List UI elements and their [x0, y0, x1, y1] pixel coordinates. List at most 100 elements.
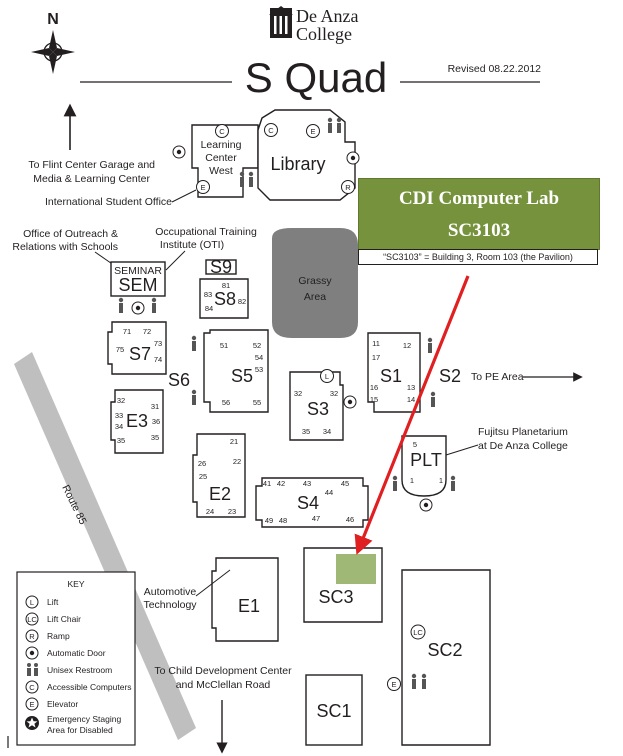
svg-text:SEM: SEM — [118, 275, 157, 295]
page-title: S Quad — [245, 54, 387, 101]
building-s8 — [199, 278, 249, 319]
outreach-text-line1: Office of Outreach & — [23, 228, 118, 240]
intl-office-text: International Student Office — [45, 196, 172, 208]
svg-text:Grassy: Grassy — [298, 275, 332, 287]
arrow-to-sc3103-icon — [354, 275, 470, 555]
svg-text:43: 43 — [303, 479, 311, 488]
svg-text:35: 35 — [302, 427, 310, 436]
accessible-computers-icon: C — [215, 124, 229, 138]
svg-text:56: 56 — [222, 398, 230, 407]
svg-text:SEMINAR: SEMINAR — [114, 265, 162, 277]
svg-text:34: 34 — [115, 422, 123, 431]
callout-note: “SC3103” = Building 3, Room 103 (the Pav… — [358, 249, 598, 265]
elevator-icon: E — [196, 180, 210, 194]
svg-text:17: 17 — [372, 353, 380, 362]
svg-text:33: 33 — [115, 411, 123, 420]
svg-text:46: 46 — [346, 515, 354, 524]
building-e1 — [211, 557, 279, 642]
svg-text:35: 35 — [151, 433, 159, 442]
automotive-text-line1: Automotive — [144, 586, 197, 598]
svg-text:26: 26 — [198, 459, 206, 468]
accessible-computers-icon: C — [264, 123, 278, 137]
legend-item-elevator: Elevator — [47, 699, 78, 709]
svg-text:74: 74 — [154, 355, 162, 364]
revised-date: Revised 08.22.2012 — [448, 63, 542, 75]
svg-text:53: 53 — [255, 365, 263, 374]
planetarium-text-line2: at De Anza College — [478, 440, 568, 452]
svg-text:SC3: SC3 — [318, 587, 353, 607]
svg-text:52: 52 — [253, 341, 261, 350]
svg-text:14: 14 — [407, 395, 415, 404]
svg-text:C: C — [268, 126, 274, 135]
svg-text:S7: S7 — [129, 344, 151, 364]
svg-text:47: 47 — [312, 514, 320, 523]
svg-text:1: 1 — [439, 476, 443, 485]
svg-text:45: 45 — [341, 479, 349, 488]
svg-text:1: 1 — [410, 476, 414, 485]
legend-item-lift: Lift — [47, 597, 59, 607]
svg-text:24: 24 — [206, 507, 214, 516]
svg-text:S3: S3 — [307, 399, 329, 419]
svg-text:12: 12 — [403, 341, 411, 350]
building-s4 — [255, 477, 369, 528]
legend-title: KEY — [67, 579, 84, 589]
svg-text:L: L — [325, 372, 329, 381]
svg-text:31: 31 — [151, 402, 159, 411]
child-dev-text-line2: and McClellan Road — [176, 679, 271, 691]
route-85-road — [14, 352, 196, 740]
legend-item-accessible-computers: Accessible Computers — [47, 682, 132, 692]
building-s3 — [289, 371, 344, 441]
svg-text:48: 48 — [279, 516, 287, 525]
building-seminar — [110, 261, 166, 297]
svg-text:44: 44 — [325, 488, 333, 497]
restroom-icon — [427, 337, 436, 407]
svg-text:36: 36 — [152, 417, 160, 426]
restroom-icon — [191, 335, 197, 405]
svg-text:72: 72 — [143, 327, 151, 336]
building-sc1 — [305, 674, 363, 746]
svg-text:S1: S1 — [380, 366, 402, 386]
oti-text-line1: Occupational Training — [155, 226, 257, 238]
svg-text:S8: S8 — [214, 289, 236, 309]
restroom-icon — [392, 475, 456, 491]
svg-text:75: 75 — [116, 345, 124, 354]
svg-text:35: 35 — [117, 436, 125, 445]
ramp-icon: R — [341, 180, 355, 194]
svg-text:E: E — [391, 680, 396, 689]
svg-text:41: 41 — [263, 479, 271, 488]
svg-text:LC: LC — [413, 628, 423, 637]
svg-text:C: C — [29, 683, 35, 692]
svg-text:21: 21 — [230, 437, 238, 446]
building-planetarium — [401, 435, 447, 497]
svg-text:S2: S2 — [439, 366, 461, 386]
svg-text:34: 34 — [323, 427, 331, 436]
svg-text:82: 82 — [238, 297, 246, 306]
svg-text:SC2: SC2 — [427, 640, 462, 660]
svg-text:51: 51 — [220, 341, 228, 350]
svg-text:55: 55 — [253, 398, 261, 407]
svg-text:22: 22 — [233, 457, 241, 466]
star-icon — [26, 717, 38, 728]
legend-item-emergency-staging: Emergency Staging — [47, 714, 121, 724]
child-dev-text-line1: To Child Development Center — [154, 665, 292, 677]
svg-text:R: R — [29, 632, 35, 641]
svg-text:E: E — [29, 700, 34, 709]
building-e3 — [110, 389, 164, 454]
callout-title: CDI Computer Lab — [398, 188, 560, 209]
svg-text:11: 11 — [372, 339, 380, 348]
automatic-door-icon — [131, 301, 145, 315]
automatic-door-icon — [419, 498, 433, 512]
svg-text:S6: S6 — [168, 370, 190, 390]
svg-text:E1: E1 — [238, 596, 260, 616]
north-label: N — [47, 11, 59, 28]
outreach-text-line2: Relations with Schools — [12, 241, 118, 253]
building-e2 — [192, 433, 246, 518]
lift-chair-icon: LC — [410, 624, 426, 640]
svg-text:S4: S4 — [297, 493, 319, 513]
room-sc3103-highlight — [336, 554, 376, 584]
cdi-lab-callout: CDI Computer Lab SC3103 — [358, 178, 600, 250]
building-s7 — [107, 321, 167, 375]
svg-text:PLT: PLT — [410, 450, 442, 470]
grassy-area — [272, 228, 358, 338]
